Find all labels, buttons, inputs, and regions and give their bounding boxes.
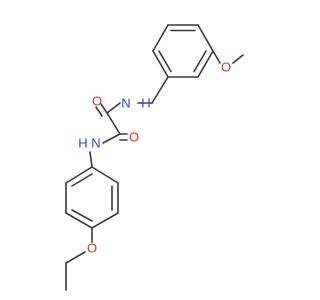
amide-bond (102, 133, 121, 144)
ring-bond (65, 212, 93, 229)
benzyl-bond (151, 76, 169, 104)
atom-oxygen-label: O (129, 130, 139, 145)
atom-nitrogen-label: N (121, 96, 130, 111)
carbonyl-double-bond (100, 103, 108, 114)
ring-bond (152, 50, 169, 78)
ring-double-bond (158, 50, 172, 73)
molecule-structure-diagram: O N H O H N O O (65, 24, 244, 291)
methoxy-bond (232, 54, 244, 64)
ring-bond (197, 50, 214, 78)
oxalyl-bond (106, 112, 121, 135)
ring-bond (91, 166, 119, 184)
ring-double-bond (193, 50, 207, 73)
aryl-amine-bond (89, 151, 93, 168)
bond-layer (65, 24, 244, 291)
atom-oxygen-label: O (92, 94, 102, 109)
ring-bond (197, 24, 214, 52)
methoxy-bond (212, 50, 221, 64)
ring-double-bond (71, 173, 93, 187)
atom-oxygen-label: O (87, 241, 97, 256)
ethoxy-bond (65, 251, 86, 264)
atom-nitrogen-label: N (91, 136, 100, 151)
atom-label-layer: O N H O H N O O (78, 60, 231, 256)
atom-hydrogen-label: H (141, 96, 150, 111)
ring-bond (65, 166, 93, 184)
ring-bond (152, 24, 169, 52)
amide-bond (106, 102, 121, 114)
atom-oxygen-label: O (221, 60, 231, 75)
atom-hydrogen-label: H (78, 136, 87, 151)
carbonyl-double-bond (95, 106, 103, 117)
ring-double-bond (71, 209, 93, 222)
ring-bond (91, 212, 119, 229)
